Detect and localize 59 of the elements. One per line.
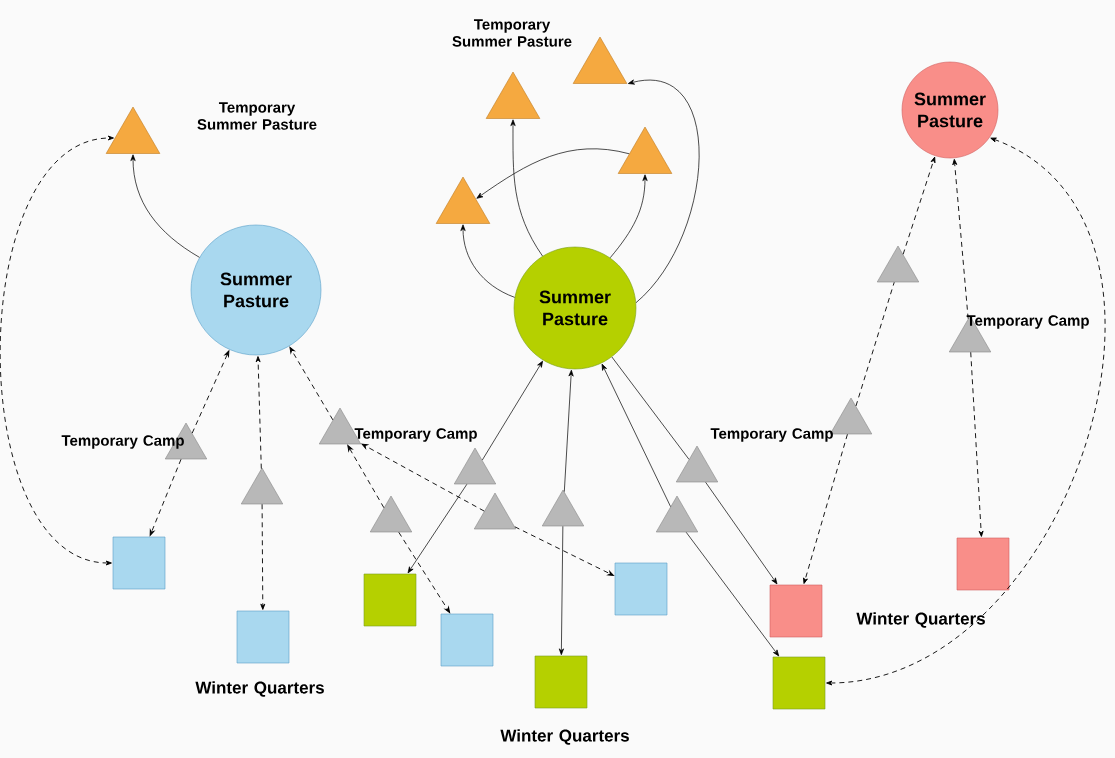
arrow bbox=[601, 363, 671, 507]
arrow bbox=[705, 481, 778, 585]
triangle-marker bbox=[435, 176, 491, 224]
arrow bbox=[398, 531, 451, 614]
node-caption: Temporary Camp bbox=[354, 428, 477, 442]
arrow bbox=[361, 443, 485, 512]
arrow bbox=[149, 458, 182, 536]
arrow bbox=[255, 356, 262, 470]
quarters-square bbox=[956, 537, 1010, 591]
triangle-marker bbox=[473, 492, 517, 530]
triangle-marker bbox=[876, 245, 920, 283]
arrow bbox=[609, 174, 648, 259]
section-label: Winter Quarters bbox=[856, 612, 985, 628]
triangle-marker bbox=[240, 467, 284, 505]
arrow bbox=[558, 525, 564, 656]
arrow bbox=[460, 224, 515, 298]
triangle-marker bbox=[369, 495, 413, 533]
arrow bbox=[628, 79, 700, 304]
node-caption: Temporary Camp bbox=[61, 435, 184, 449]
triangle-marker bbox=[572, 36, 628, 84]
section-label: Winter Quarters bbox=[195, 681, 324, 697]
arrow bbox=[347, 444, 385, 509]
quarters-square bbox=[440, 613, 494, 667]
arrow bbox=[970, 351, 984, 537]
quarters-square bbox=[363, 573, 417, 627]
node-caption: Temporary Camp bbox=[966, 315, 1089, 329]
quarters-square bbox=[769, 584, 823, 638]
triangle-marker bbox=[105, 106, 161, 154]
node-caption: Temporary Summer Pasture bbox=[197, 102, 317, 130]
arrow bbox=[803, 433, 848, 584]
arrow bbox=[563, 369, 574, 492]
quarters-square bbox=[236, 610, 290, 664]
triangle-marker bbox=[617, 126, 673, 174]
arrow bbox=[130, 154, 200, 258]
arrow bbox=[514, 526, 614, 576]
quarters-square bbox=[112, 536, 166, 590]
arrow bbox=[481, 360, 543, 461]
triangle-marker bbox=[541, 489, 585, 527]
arrow bbox=[191, 350, 230, 434]
arrow bbox=[510, 119, 543, 257]
arrow bbox=[902, 156, 936, 255]
triangle-marker bbox=[655, 495, 699, 533]
quarters-square bbox=[534, 655, 588, 709]
section-label: Temporary Summer Pasture bbox=[452, 19, 572, 47]
arrow bbox=[0, 135, 114, 566]
arrow bbox=[407, 483, 468, 574]
quarters-square bbox=[772, 656, 826, 710]
triangle-marker bbox=[453, 447, 497, 485]
triangle-marker bbox=[485, 71, 541, 119]
arrow bbox=[685, 531, 780, 657]
arrow bbox=[952, 158, 969, 320]
node-caption: Temporary Camp bbox=[710, 428, 833, 442]
arrow bbox=[260, 503, 266, 610]
arrow bbox=[826, 137, 1106, 686]
section-label: Winter Quarters bbox=[500, 729, 629, 745]
arrow bbox=[476, 148, 630, 199]
arrow bbox=[289, 346, 334, 421]
triangle-marker bbox=[675, 445, 719, 483]
quarters-square bbox=[614, 562, 668, 616]
